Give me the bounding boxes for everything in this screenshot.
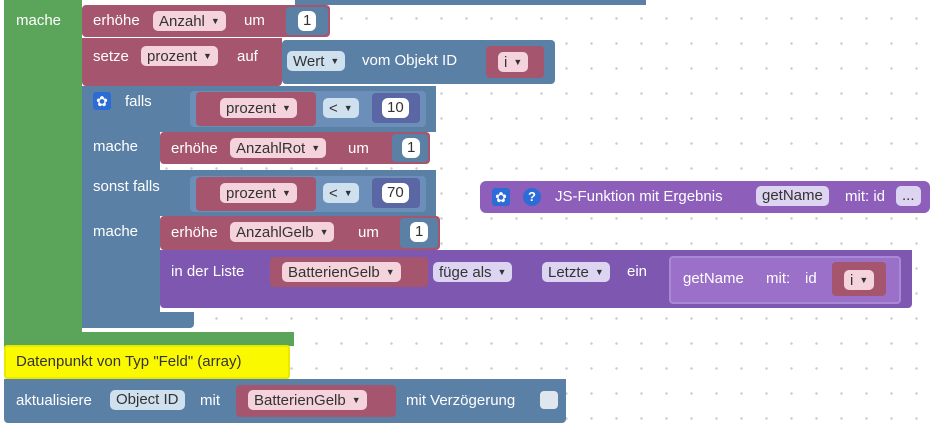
delay-label: mit Verzögerung xyxy=(406,392,516,409)
dropdown-arrow-icon: ▼ xyxy=(203,51,212,61)
increment-label-rot: erhöhe xyxy=(171,140,218,157)
if-block-bottom xyxy=(82,312,194,328)
increment-by-label-gelb: um xyxy=(358,224,379,241)
insert-as-label: ein xyxy=(627,263,648,280)
comment-text: Datenpunkt von Typ "Feld" (array) xyxy=(16,353,242,370)
variable-dropdown-prozent-cond1[interactable]: prozent▼ xyxy=(220,98,297,118)
variable-dropdown-anzahlrot[interactable]: AnzahlRot▼ xyxy=(230,138,327,158)
increment-label-gelb: erhöhe xyxy=(171,224,218,241)
dropdown-arrow-icon: ▼ xyxy=(513,57,523,67)
variable-dropdown-call-i[interactable]: i▼ xyxy=(844,270,875,290)
outer-block-bottom xyxy=(4,332,294,346)
else-if-label: sonst falls xyxy=(93,178,160,195)
variable-dropdown-batteriengelb[interactable]: BatterienGelb▼ xyxy=(282,262,401,282)
number-field-rot[interactable]: 1 xyxy=(402,138,421,158)
gear-icon[interactable]: ✿ xyxy=(492,188,510,206)
if-label: falls xyxy=(125,93,152,110)
js-function-name-field[interactable]: getName xyxy=(756,186,829,206)
operator-dropdown-2[interactable]: <▼ xyxy=(323,183,359,203)
function-call-param: id xyxy=(805,270,817,287)
increment-by-label-rot: um xyxy=(348,140,369,157)
number-field-gelb[interactable]: 1 xyxy=(410,222,429,242)
variable-dropdown-prozent[interactable]: prozent▼ xyxy=(141,46,218,66)
number-field[interactable]: 1 xyxy=(298,11,317,31)
from-object-label: vom Objekt ID xyxy=(362,52,458,69)
variable-dropdown-anzahl[interactable]: Anzahl▼ xyxy=(153,11,226,31)
dropdown-arrow-icon: ▼ xyxy=(497,267,507,277)
variable-dropdown-update-batteriengelb[interactable]: BatterienGelb▼ xyxy=(248,390,367,410)
dropdown-arrow-icon: ▼ xyxy=(343,188,353,198)
number-field-70[interactable]: 70 xyxy=(382,183,409,203)
dropdown-arrow-icon: ▼ xyxy=(319,227,329,237)
object-id-field[interactable]: Object ID xyxy=(110,390,185,410)
delay-checkbox[interactable] xyxy=(540,391,558,409)
dropdown-arrow-icon: ▼ xyxy=(351,395,361,405)
dropdown-arrow-icon: ▼ xyxy=(343,103,353,113)
insert-mode-dropdown[interactable]: füge als▼ xyxy=(433,262,513,282)
dropdown-arrow-icon: ▼ xyxy=(385,267,395,277)
do-label-2: mache xyxy=(93,223,139,240)
dropdown-arrow-icon: ▼ xyxy=(859,275,869,285)
variable-dropdown-i[interactable]: i▼ xyxy=(498,52,529,72)
variable-dropdown-anzahlgelb[interactable]: AnzahlGelb▼ xyxy=(230,222,335,242)
do-label-1: mache xyxy=(93,138,139,155)
dropdown-arrow-icon: ▼ xyxy=(282,103,291,113)
dropdown-arrow-icon: ▼ xyxy=(210,16,220,26)
outer-mache-label: mache xyxy=(16,12,62,29)
dropdown-arrow-icon: ▼ xyxy=(594,267,604,277)
parent-block-top-edge xyxy=(295,0,646,5)
help-icon[interactable]: ? xyxy=(523,188,541,206)
number-field-10[interactable]: 10 xyxy=(382,98,409,118)
variable-dropdown-prozent-cond2[interactable]: prozent▼ xyxy=(220,183,297,203)
function-call-block[interactable] xyxy=(669,256,901,304)
value-type-dropdown[interactable]: Wert▼ xyxy=(287,51,346,71)
position-dropdown[interactable]: Letzte▼ xyxy=(542,262,610,282)
outer-statement-block[interactable] xyxy=(4,0,82,348)
set-label: setze xyxy=(93,48,129,65)
dropdown-arrow-icon: ▼ xyxy=(282,188,291,198)
dropdown-arrow-icon: ▼ xyxy=(311,143,321,153)
function-call-name: getName xyxy=(683,270,744,287)
js-function-block[interactable] xyxy=(480,181,930,213)
update-label: aktualisiere xyxy=(16,392,92,409)
set-to-label: auf xyxy=(237,48,258,65)
increment-by-label: um xyxy=(244,12,265,29)
js-function-more-button[interactable]: ... xyxy=(896,186,921,206)
gear-icon[interactable]: ✿ xyxy=(93,92,111,110)
js-function-label: JS-Funktion mit Ergebnis xyxy=(555,188,723,205)
function-call-with: mit: xyxy=(766,270,791,287)
dropdown-arrow-icon: ▼ xyxy=(330,56,340,66)
comment-block[interactable] xyxy=(4,345,290,379)
list-label: in der Liste xyxy=(171,263,245,280)
js-function-params: mit: id xyxy=(845,188,886,205)
operator-dropdown-1[interactable]: <▼ xyxy=(323,98,359,118)
increment-label: erhöhe xyxy=(93,12,140,29)
update-with-label: mit xyxy=(200,392,220,409)
